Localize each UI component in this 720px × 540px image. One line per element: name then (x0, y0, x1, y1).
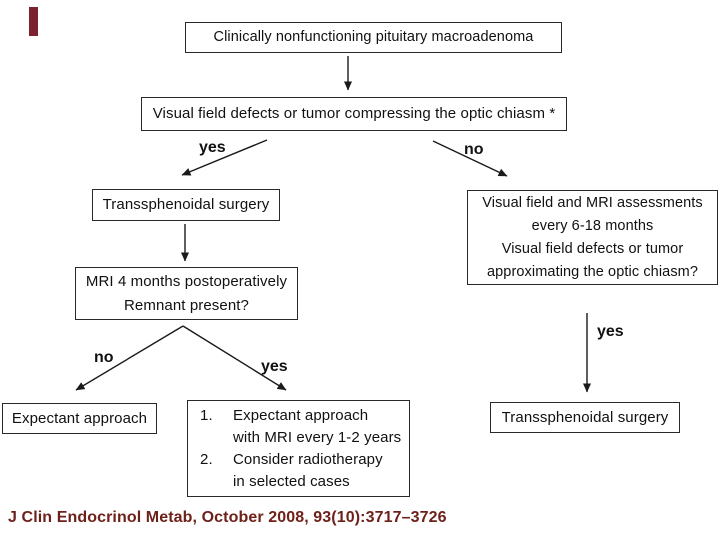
node-transsphenoidal-surgery-right: Transsphenoidal surgery (490, 402, 680, 433)
edge-label-yes-lower-right: yes (261, 358, 288, 375)
node-expectant-approach-text: Expectant approach (11, 409, 148, 427)
node-treatment-options: 1. Expectant approach with MRI every 1-2… (187, 400, 410, 497)
arrow-yes-to-surgery (181, 139, 268, 176)
edge-label-no-right: no (464, 141, 484, 158)
citation-text: J Clin Endocrinol Metab, October 2008, 9… (8, 509, 447, 526)
node-macroadenoma: Clinically nonfunctioning pituitary macr… (185, 22, 562, 53)
node-vf-mri-line3: Visual field defects or tumor (501, 240, 684, 257)
edge-label-yes-right-branch: yes (597, 323, 624, 340)
node-macroadenoma-text: Clinically nonfunctioning pituitary macr… (213, 28, 534, 45)
node-mri-4-months: MRI 4 months postoperatively Remnant pre… (75, 267, 298, 320)
node-visual-field-defects: Visual field defects or tumor compressin… (141, 97, 567, 131)
node-transsphenoidal-surgery-left-text: Transsphenoidal surgery (102, 196, 270, 213)
option-2-number: 2. (200, 450, 213, 468)
node-transsphenoidal-surgery-right-text: Transsphenoidal surgery (501, 408, 669, 426)
node-vf-mri-line2: every 6-18 months (531, 217, 654, 234)
node-vf-mri-line4: approximating the optic chiasm? (486, 263, 699, 280)
arrow-no-to-assessments (432, 140, 508, 177)
option-1-line1: Expectant approach (233, 406, 369, 424)
node-mri-4-months-line1: MRI 4 months postoperatively (85, 272, 288, 290)
arrow-yes-to-options (182, 325, 287, 391)
node-vf-mri-assessments: Visual field and MRI assessments every 6… (467, 190, 718, 285)
option-2-line1: Consider radiotherapy (233, 450, 383, 468)
node-vf-mri-line1: Visual field and MRI assessments (482, 194, 703, 211)
option-2-line2: in selected cases (233, 472, 350, 490)
slide-accent-bar (29, 7, 38, 36)
edge-label-no-lower-left: no (94, 349, 114, 366)
option-1-line2: with MRI every 1-2 years (233, 428, 402, 446)
arrow-no-to-expectant (75, 325, 184, 391)
edge-label-yes-left: yes (199, 139, 226, 156)
option-item-1: 1. Expectant approach (200, 405, 368, 427)
option-item-2: 2. Consider radiotherapy (200, 449, 383, 471)
option-1-number: 1. (200, 406, 213, 424)
node-transsphenoidal-surgery-left: Transsphenoidal surgery (92, 189, 280, 221)
node-expectant-approach: Expectant approach (2, 403, 157, 434)
node-visual-field-defects-text: Visual field defects or tumor compressin… (152, 105, 556, 122)
node-mri-4-months-line2: Remnant present? (123, 296, 249, 314)
